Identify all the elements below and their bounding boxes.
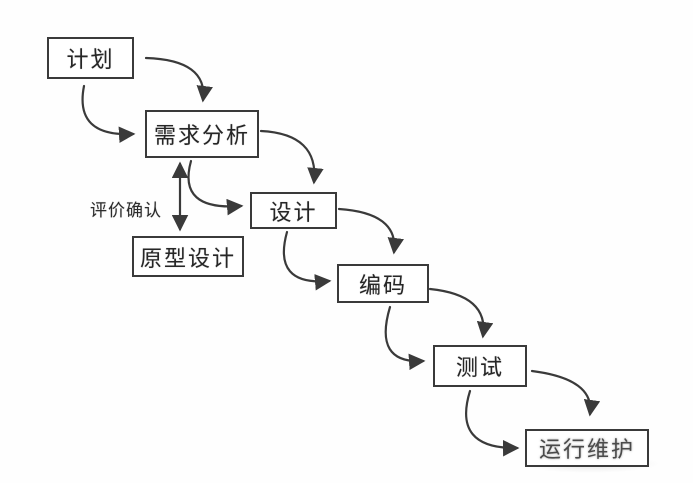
node-coding: 编码 — [337, 264, 429, 303]
arrow-coding-to-testing-left — [384, 305, 426, 371]
arrow-design-to-coding-top — [337, 207, 404, 255]
arrow-plan-to-requirements-top — [144, 56, 213, 103]
node-testing: 测试 — [433, 345, 527, 387]
node-prototype: 原型设计 — [132, 236, 244, 277]
node-plan: 计划 — [47, 37, 134, 79]
arrow-plan-to-requirements-left — [81, 84, 136, 143]
edge-label-evaluation-confirmation: 评价确认 — [90, 201, 162, 221]
arrow-requirements-to-design-top — [259, 129, 324, 185]
arrow-coding-to-testing-top — [428, 287, 494, 339]
node-maintenance: 运行维护 — [525, 429, 649, 467]
arrow-design-to-coding-left — [282, 230, 332, 291]
arrow-testing-to-maintenance-left — [465, 389, 520, 457]
node-requirements: 需求分析 — [145, 110, 259, 158]
node-design: 设计 — [250, 192, 337, 229]
arrow-testing-to-maintenance-top — [530, 369, 601, 417]
arrow-requirements-to-design-left — [187, 159, 244, 216]
